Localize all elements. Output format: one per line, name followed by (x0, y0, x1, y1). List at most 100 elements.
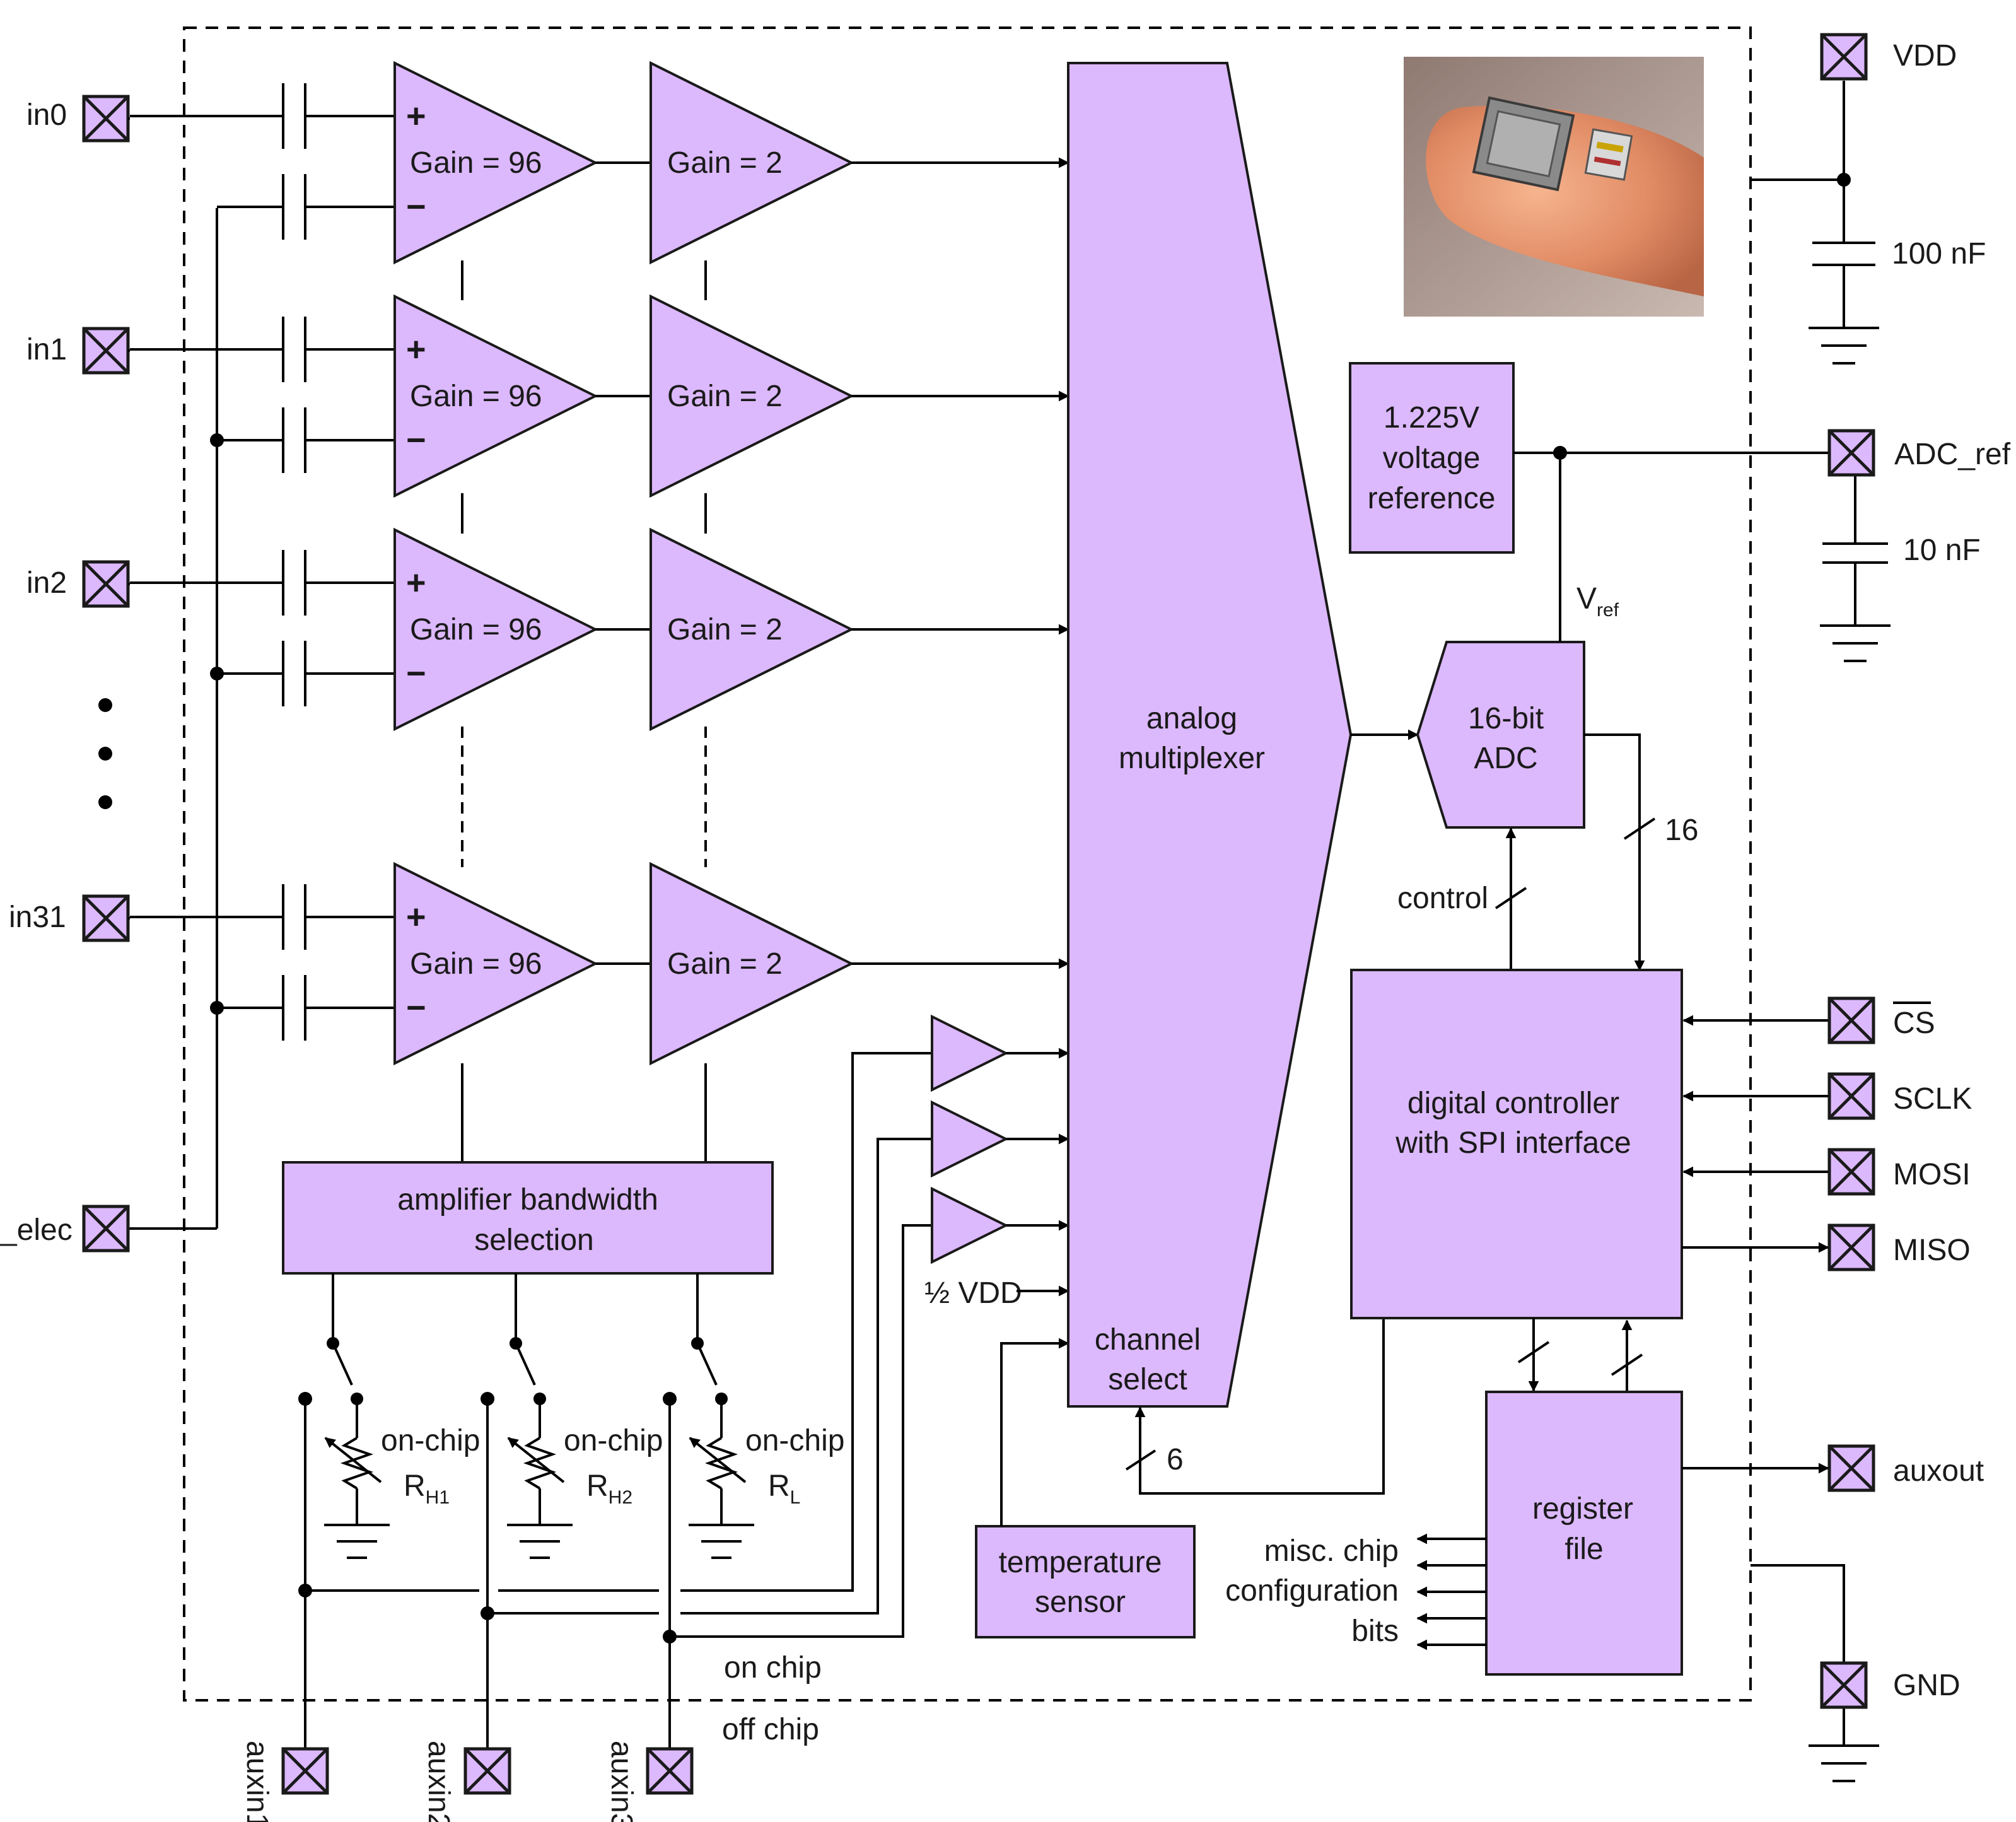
minus-sign: − (406, 989, 426, 1027)
vref-block-label-1: 1.225V (1384, 401, 1479, 435)
pin-label-auxin2: auxin2 (422, 1741, 455, 1822)
bus-16-label: 16 (1665, 814, 1698, 847)
pin-label-auxin1: auxin1 (240, 1741, 274, 1822)
plus-sign: + (406, 330, 426, 368)
bandwidth-label-1: amplifier bandwidth (397, 1183, 658, 1217)
minus-sign: − (406, 655, 426, 692)
controller-label-1: digital controller (1407, 1087, 1619, 1120)
minus-sign: − (406, 188, 426, 226)
ellipsis-dot (98, 698, 112, 712)
gain-2-label: Gain = 2 (667, 613, 783, 646)
mux-label-1: analog (1146, 702, 1237, 735)
mux-label-2: multiplexer (1119, 742, 1265, 775)
pad-mosi (1829, 1150, 1873, 1194)
on-chip-label: on chip (724, 1651, 822, 1685)
bare-die-icon (1585, 129, 1631, 180)
ellipsis-dot (98, 747, 112, 761)
channel-select-label-1: channel (1095, 1323, 1201, 1357)
pad-ref-elec (84, 1206, 128, 1251)
channel-in0: + − Gain = 96 Gain = 2 (130, 63, 1068, 262)
bandwidth-label-2: selection (474, 1223, 593, 1257)
temp-label-1: temperature (999, 1546, 1162, 1579)
control-label: control (1397, 882, 1488, 915)
aux-buffer-3 (932, 1189, 1006, 1262)
gain-96-label: Gain = 96 (410, 146, 542, 180)
channel-in31: + − Gain = 96 Gain = 2 (130, 864, 1068, 1063)
pin-label-mosi: MOSI (1893, 1158, 1971, 1191)
temperature-sensor-block (976, 1526, 1194, 1637)
bus-6-label: 6 (1167, 1443, 1184, 1476)
register-label-2: file (1564, 1533, 1603, 1566)
pin-label-in31: in31 (9, 901, 66, 934)
bandwidth-resistor: on-chipRH1 (299, 1273, 480, 1558)
gain-2-label: Gain = 2 (667, 380, 783, 413)
chip-photo (1404, 57, 1704, 317)
resistor-name-label: RH1 (404, 1469, 450, 1508)
cap-10nf-label: 10 nF (1903, 534, 1981, 567)
pad-miso (1829, 1225, 1873, 1270)
vref-block-label-3: reference (1368, 482, 1496, 515)
pad-adc-ref (1829, 431, 1873, 475)
pin-label-ref-elec: _elec (0, 1213, 73, 1247)
vref-label: Vref (1576, 582, 1619, 621)
pin-label-auxin3: auxin3 (605, 1741, 638, 1822)
cap-100nf-label: 100 nF (1892, 237, 1986, 271)
off-chip-label: off chip (722, 1713, 819, 1746)
on-chip-resistor-label: on-chip (381, 1424, 480, 1457)
switch (516, 1343, 535, 1385)
pad-sclk (1829, 1074, 1873, 1118)
pad-in31 (84, 896, 128, 940)
aux-buffer-2 (932, 1102, 1006, 1176)
channel-in2: + − Gain = 96 Gain = 2 (130, 530, 1068, 729)
plus-sign: + (406, 898, 426, 936)
gain-2-label: Gain = 2 (667, 947, 783, 981)
pad-auxin1 (283, 1749, 327, 1793)
adc-label-1: 16-bit (1468, 702, 1544, 735)
ellipsis-dot (98, 795, 112, 809)
bandwidth-resistor: on-chipRL (663, 1273, 844, 1558)
resistor-name-label: RL (768, 1469, 800, 1508)
channel-select-label-2: select (1108, 1363, 1187, 1396)
pin-label-cs: CS (1893, 1007, 1935, 1040)
adc-label-2: ADC (1474, 742, 1537, 775)
misc-label-3: bits (1351, 1615, 1399, 1648)
bandwidth-resistor: on-chipRH2 (482, 1273, 663, 1558)
pad-in0 (84, 96, 128, 141)
register-label-1: register (1532, 1492, 1633, 1526)
gain-2-label: Gain = 2 (667, 146, 783, 180)
bandwidth-resistors: on-chipRH1on-chipRH2on-chipRL (299, 1273, 844, 1558)
minus-sign: − (406, 421, 426, 459)
pin-label-adc-ref: ADC_ref (1894, 438, 2011, 471)
input-channels: + − Gain = 96 Gain = 2 + − Gain = 96 Gain = 2 + −… (130, 63, 1068, 1063)
on-chip-resistor-label: on-chip (564, 1424, 663, 1457)
pin-label-sclk: SCLK (1893, 1082, 1972, 1116)
pad-in1 (84, 329, 128, 373)
pad-in2 (84, 562, 128, 606)
on-chip-resistor-label: on-chip (745, 1424, 844, 1457)
misc-label-1: misc. chip (1264, 1534, 1399, 1568)
pin-label-vdd: VDD (1893, 39, 1957, 73)
switch (697, 1343, 716, 1385)
aux-buffer-1 (932, 1017, 1006, 1090)
channel-in1: + − Gain = 96 Gain = 2 (130, 296, 1068, 496)
pad-auxin3 (648, 1749, 692, 1793)
pin-label-auxout: auxout (1893, 1454, 1984, 1488)
vref-block-label-2: voltage (1383, 441, 1481, 475)
pin-label-in1: in1 (26, 333, 67, 366)
pin-label-in2: in2 (26, 566, 67, 600)
pad-auxout (1829, 1446, 1873, 1490)
switch (333, 1343, 352, 1385)
gain-96-label: Gain = 96 (410, 613, 542, 646)
resistor-name-label: RH2 (586, 1469, 632, 1508)
misc-label-2: configuration (1225, 1574, 1399, 1608)
gain-96-label: Gain = 96 (410, 947, 542, 981)
pad-gnd (1822, 1663, 1866, 1707)
plus-sign: + (406, 564, 426, 602)
controller-label-2: with SPI interface (1395, 1126, 1631, 1160)
gain-96-label: Gain = 96 (410, 380, 542, 413)
temp-label-2: sensor (1035, 1585, 1126, 1619)
plus-sign: + (406, 97, 426, 135)
pad-cs (1829, 998, 1873, 1042)
pin-label-gnd: GND (1893, 1669, 1961, 1702)
